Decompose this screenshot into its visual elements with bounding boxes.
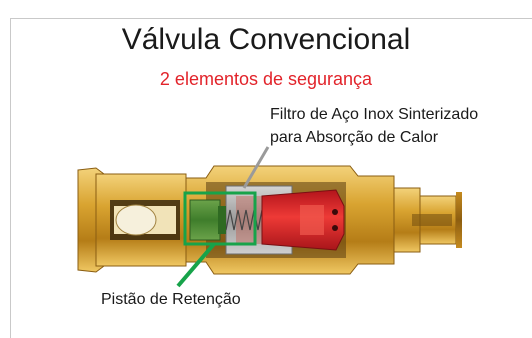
check-piston-assembly xyxy=(261,189,345,251)
filter-label-line-2: para Absorção de Calor xyxy=(270,129,439,146)
slide-title: Válvula Convencional xyxy=(121,23,411,56)
slide-subtitle: 2 elementos de segurança xyxy=(159,69,373,89)
piston-highlight-box xyxy=(183,191,257,246)
frame-border-top xyxy=(10,18,532,19)
filter-label-line-1: Filtro de Aço Inox Sinterizado xyxy=(270,106,479,123)
piston-label: Pistão de Retenção xyxy=(101,291,241,308)
filter-leader-line xyxy=(242,146,270,189)
filter-label: Filtro de Aço Inox Sinterizado para Abso… xyxy=(270,103,478,149)
frame-border-left xyxy=(10,18,11,338)
outlet-fitting xyxy=(393,187,462,253)
inlet-fitting xyxy=(77,167,187,273)
green-piston xyxy=(189,199,226,241)
piston-leader-line xyxy=(176,242,216,288)
